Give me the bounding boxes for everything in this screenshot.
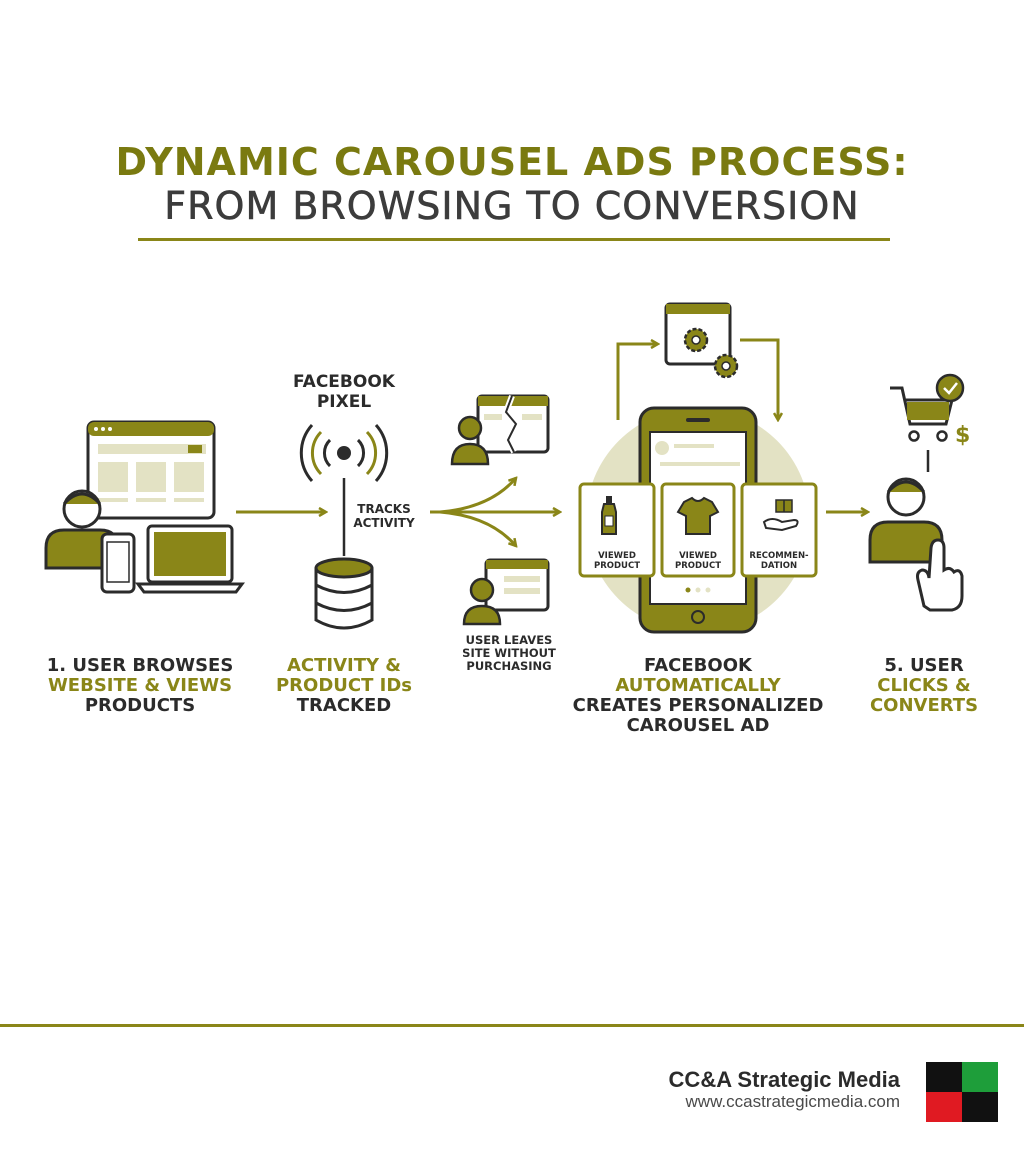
browser-window-icon: [86, 420, 216, 520]
process-diagram: $: [44, 302, 970, 634]
user-leaves-icon: [462, 558, 550, 626]
tshirt-icon: [676, 496, 720, 535]
brand-url[interactable]: www.ccastrategicmedia.com: [685, 1092, 900, 1111]
shopping-cart-icon: [890, 386, 954, 442]
database-icon: [314, 557, 374, 630]
laptop-icon: [135, 524, 245, 594]
brand-logo: [926, 1062, 998, 1122]
carousel-card-3: [740, 482, 818, 578]
step-1-label: 1. USER BROWSES WEBSITE & VIEWS PRODUCTS: [46, 655, 234, 716]
step-5-label: 5. USER CLICKS & CONVERTS: [869, 655, 979, 716]
card-3-label: RECOMMEN- DATION: [749, 551, 809, 571]
pointing-hand-icon: [916, 538, 964, 612]
bottle-icon: [601, 496, 617, 535]
tracks-activity-label: TRACKS ACTIVITY: [353, 502, 415, 530]
pixel-signal-icon: [299, 424, 389, 482]
gift-hand-icon: [762, 499, 799, 532]
card-2-label: VIEWED PRODUCT: [675, 551, 721, 571]
arrow-from-settings: [740, 338, 778, 420]
step-4-label: FACEBOOK AUTOMATICALLY CREATES PERSONALI…: [572, 655, 824, 736]
title-line-1: DYNAMIC CAROUSEL ADS PROCESS:: [115, 140, 909, 184]
brand-name: CC&A Strategic Media: [668, 1067, 900, 1092]
title-line-2: FROM BROWSING TO CONVERSION: [164, 184, 860, 229]
carousel-card-2: [660, 482, 736, 578]
settings-window-icon: [664, 302, 739, 379]
footer-divider: [0, 1024, 1024, 1027]
user-icon: [44, 489, 120, 570]
converting-user-icon: [868, 477, 944, 564]
split-arrows: [430, 478, 560, 546]
smartphone-icon: [100, 532, 136, 594]
title-divider: [138, 238, 890, 241]
card-1-label: VIEWED PRODUCT: [594, 551, 640, 571]
pixel-label: FACEBOOK PIXEL: [293, 372, 395, 412]
step-2-label: ACTIVITY & PRODUCT IDs TRACKED: [275, 655, 413, 716]
arrow-to-settings: [616, 344, 658, 420]
carousel-card-1: [578, 482, 656, 578]
dollar-icon: $: [955, 423, 970, 448]
check-badge-icon: [935, 373, 965, 403]
broken-window-icon: [450, 394, 550, 466]
user-leaves-label: USER LEAVES SITE WITHOUT PURCHASING: [462, 633, 556, 673]
